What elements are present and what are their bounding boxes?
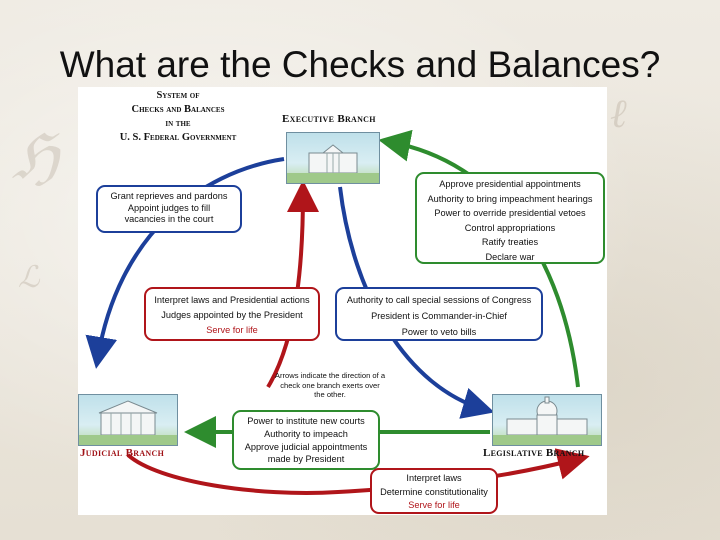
check-item: Serve for life [206, 325, 258, 335]
background-script-decoration-2: ℓ [610, 91, 627, 137]
white-house-drawing [287, 144, 379, 183]
judicial-checks-executive-box: Interpret laws and Presidential actions … [144, 287, 320, 341]
executive-checks-legislative-box: Authority to call special sessions of Co… [335, 287, 543, 341]
judicial-checks-legislative-box: Interpret laws Determine constitutionali… [370, 468, 498, 514]
check-item: vacancies in the court [124, 214, 214, 224]
background-script-decoration: ℌ [12, 120, 59, 193]
check-item: Interpret laws and Presidential actions [154, 295, 310, 305]
diagram-title-line: Checks and Balances [131, 104, 225, 115]
diagram-title: System of Checks and Balances in the U. … [92, 89, 264, 145]
check-item: Grant reprieves and pardons [110, 191, 228, 201]
check-item: Ratify treaties [481, 237, 539, 247]
check-item: Declare war [485, 251, 535, 262]
check-item: Control appropriations [464, 222, 556, 233]
check-item: Authority to call special sessions of Co… [346, 295, 532, 305]
checks-balances-diagram: System of Checks and Balances in the U. … [78, 87, 607, 515]
check-item: Judges appointed by the President [161, 310, 303, 320]
executive-branch-label: Executive Branch [282, 113, 376, 125]
check-item: Serve for life [408, 500, 460, 510]
check-item: Authority to bring impeachment hearings [427, 193, 593, 204]
supreme-court-drawing [79, 400, 177, 445]
executive-checks-judicial-box: Grant reprieves and pardons Appoint judg… [96, 185, 242, 233]
diagram-title-line: U. S. Federal Government [119, 132, 237, 143]
legislative-checks-executive-box: Approve presidential appointments Author… [415, 172, 605, 264]
check-item: Appoint judges to fill [127, 203, 211, 213]
check-item: Interpret laws [406, 473, 462, 483]
check-item: President is Commander-in-Chief [371, 311, 507, 321]
check-item: Power to override presidential vetoes [434, 208, 586, 218]
check-item: Determine constitutionality [380, 486, 488, 497]
background-script-decoration-3: ℒ [18, 260, 40, 295]
check-item: Power to veto bills [401, 327, 477, 337]
check-item: made by President [267, 454, 345, 464]
legislative-branch-label: Legislative Branch [483, 447, 585, 459]
check-item: Approve judicial appointments [244, 442, 368, 452]
arrow-judicial-to-legislative [126, 448, 590, 495]
diagram-title-line: System of [156, 90, 200, 101]
judicial-branch-label: Judicial Branch [80, 447, 165, 459]
check-item: Approve presidential appointments [439, 179, 581, 189]
check-item: Power to institute new courts [247, 416, 365, 426]
capitol-drawing [493, 396, 601, 445]
check-item: Authority to impeach [264, 429, 348, 439]
capitol-icon [492, 394, 602, 446]
supreme-court-icon [78, 394, 178, 446]
legislative-checks-judicial-box: Power to institute new courts Authority … [232, 410, 380, 470]
arrow-direction-note: Arrows indicate the direction of a check… [274, 371, 386, 399]
diagram-title-line: in the [165, 118, 191, 129]
slide-title: What are the Checks and Balances? [59, 44, 661, 85]
white-house-icon [286, 132, 380, 184]
